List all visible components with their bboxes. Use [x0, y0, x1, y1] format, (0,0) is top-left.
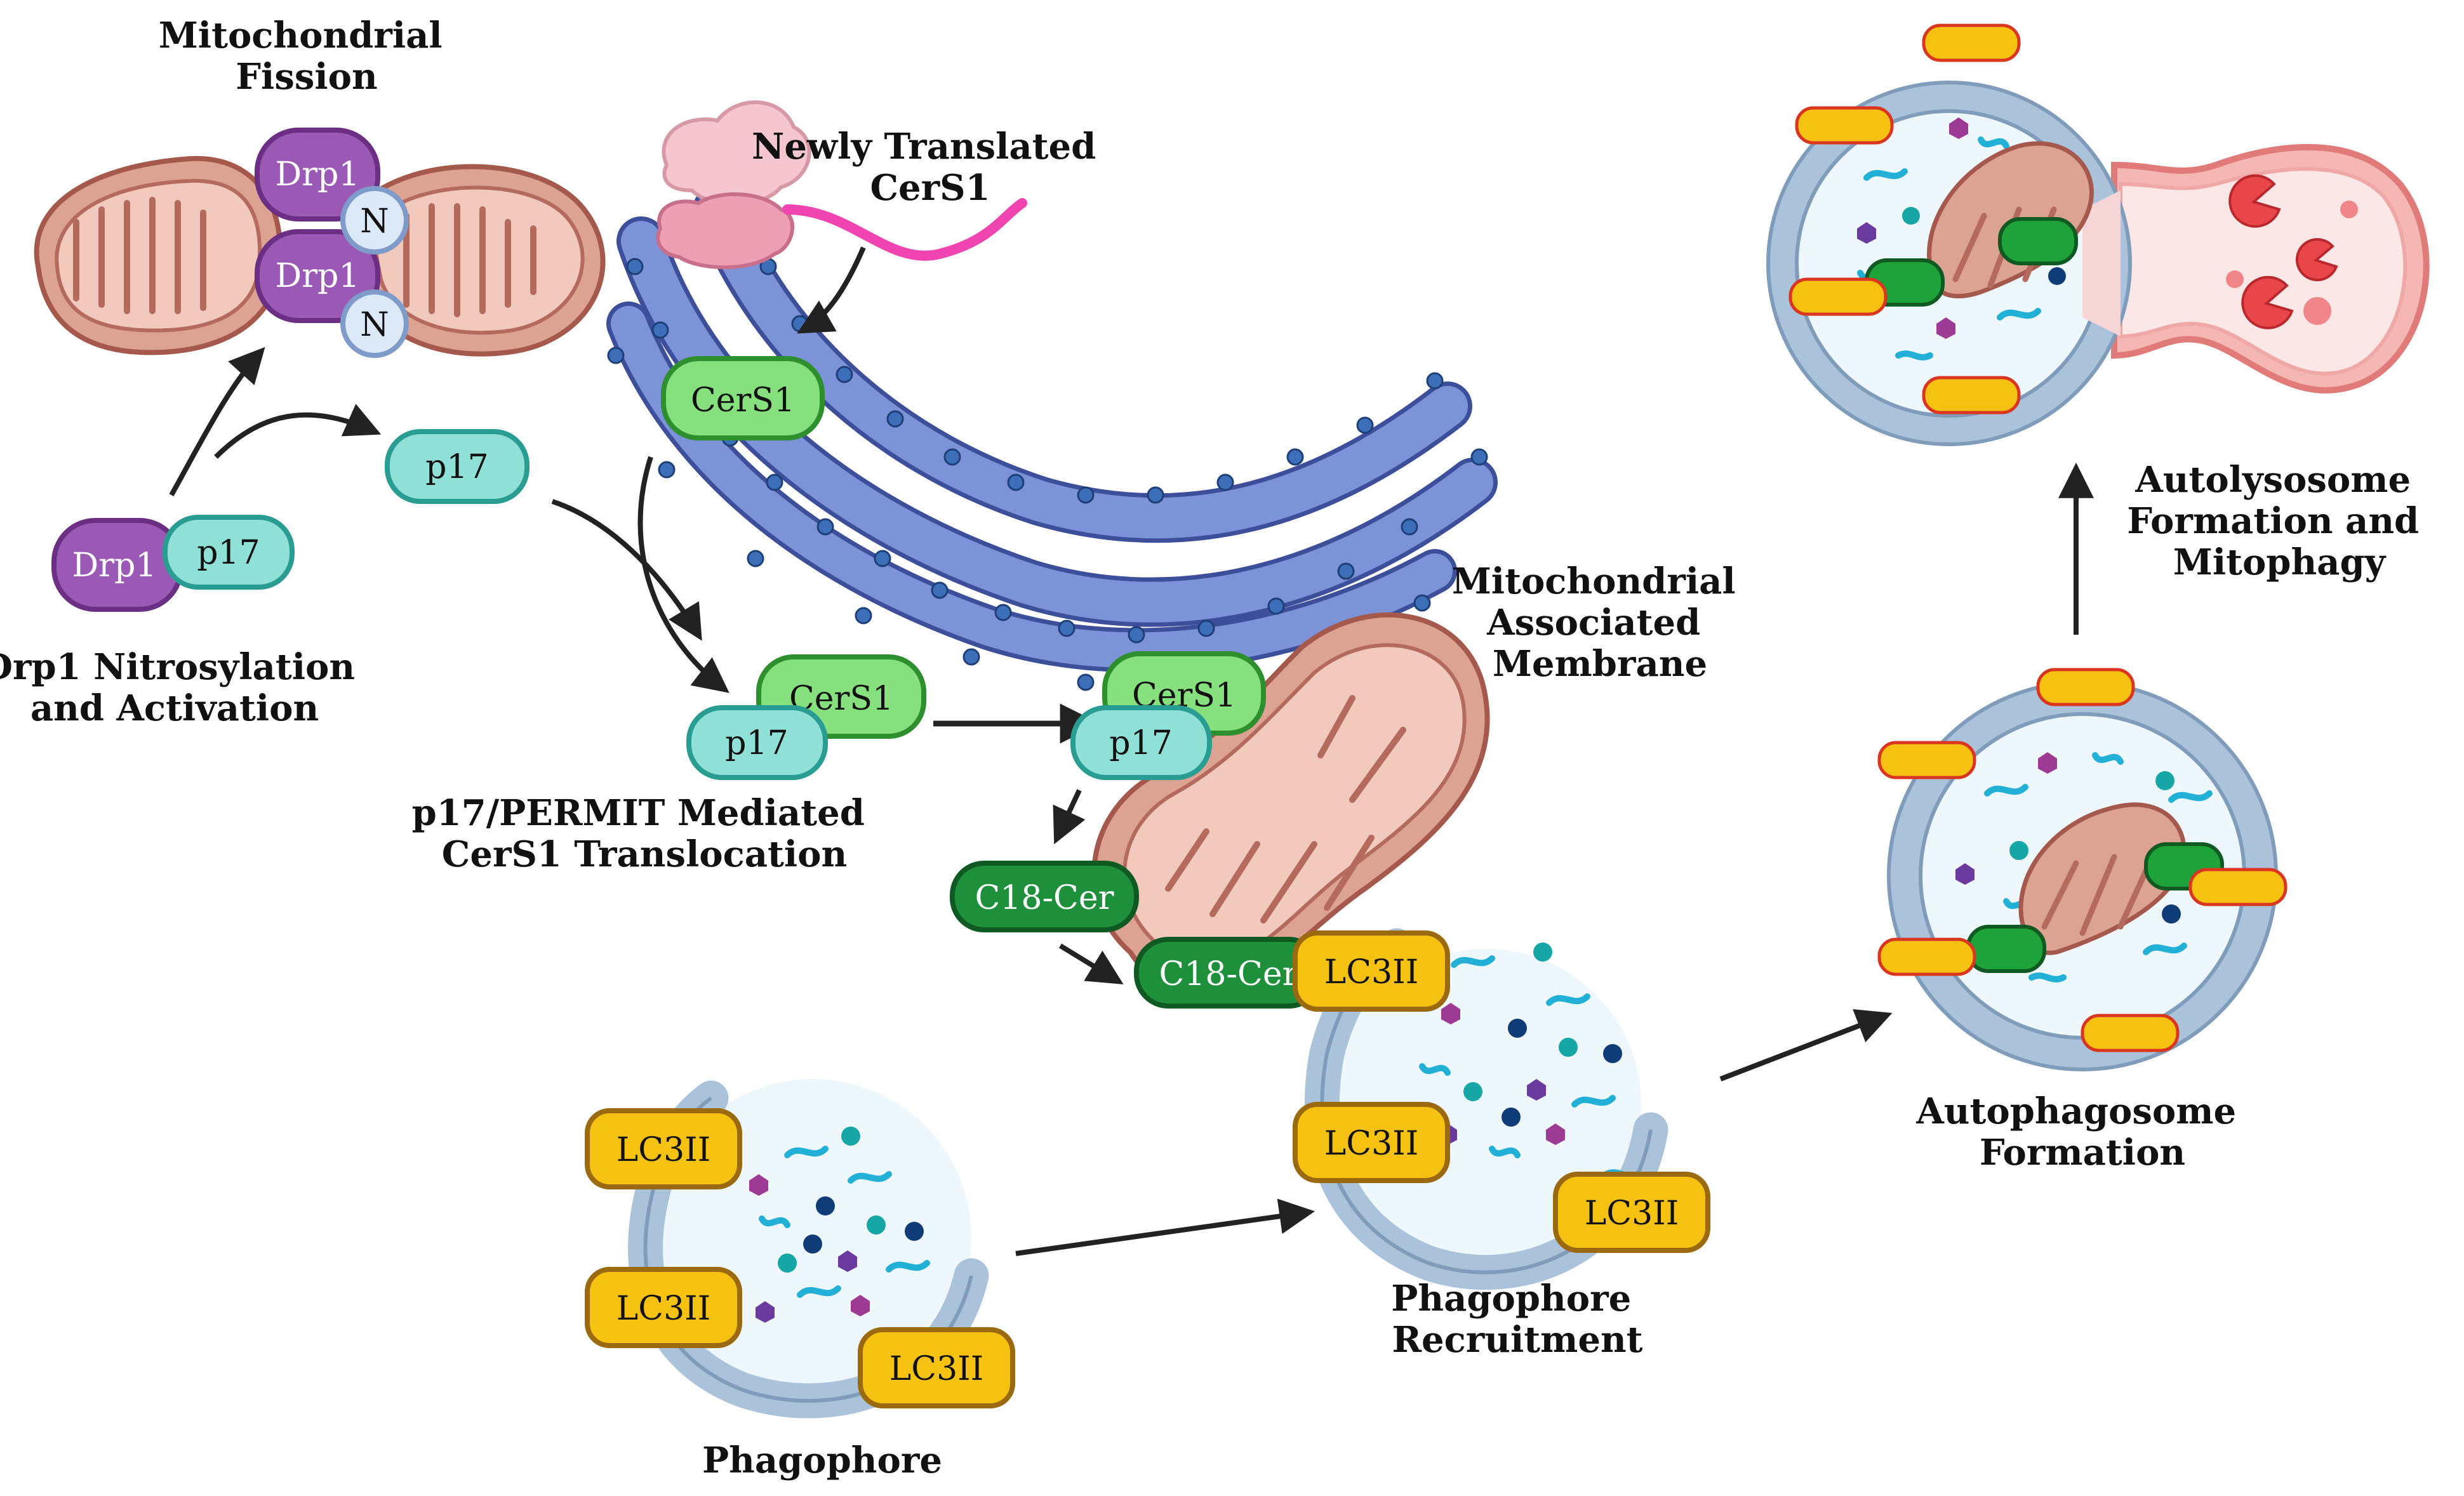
label-newly-translated-cers1: Newly Translated CerS1: [752, 126, 1109, 209]
label-autolysosome-formation: Autolysosome Formation and Mitophagy: [2127, 459, 2431, 583]
drp1-protein-complex: Drp1: [51, 518, 183, 612]
fission-mitochondrion-right: [349, 164, 606, 357]
drp1-protein-lower: Drp1: [255, 229, 380, 323]
arrow-p17-to-complex: [551, 499, 702, 641]
svg-text:Drp1: Drp1: [276, 156, 360, 194]
svg-text:CerS1: CerS1: [691, 381, 795, 420]
autophagosome-lc3ii-markers: [1877, 668, 2288, 1052]
label-phagophore-recruitment: Phagophore Recruitment: [1391, 1278, 1643, 1361]
svg-text:LC3II: LC3II: [1324, 1125, 1418, 1163]
arrow-recruitment-to-autophagosome: [1719, 1009, 1893, 1082]
nitrosylation-n-badge-upper: N: [340, 186, 409, 255]
cers1-mrna-strand: [782, 198, 1027, 261]
lc3ii-phagophore-bottom: LC3II: [858, 1327, 1015, 1408]
svg-text:LC3II: LC3II: [1324, 953, 1418, 991]
arrow-to-free-p17: [214, 404, 382, 459]
svg-text:p17: p17: [725, 724, 788, 762]
svg-text:C18-Cer: C18-Cer: [975, 879, 1114, 917]
mam-mitochondrion: [1091, 612, 1490, 993]
svg-text:Drp1: Drp1: [276, 257, 360, 295]
cers1-protein-er: CerS1: [661, 356, 825, 440]
lc3ii-recruitment-middle: LC3II: [1293, 1102, 1450, 1183]
endoplasmic-reticulum: [606, 185, 1498, 691]
autolysosome-vesicle: [1766, 81, 2430, 446]
svg-text:C18-Cer: C18-Cer: [1159, 955, 1298, 993]
label-phagophore: Phagophore: [702, 1440, 942, 1481]
svg-text:p17: p17: [425, 448, 488, 486]
p17-protein-translocation: p17: [686, 705, 828, 780]
label-cers1-translocation: p17/PERMIT Mediated CerS1 Translocation: [412, 792, 877, 875]
svg-text:p17: p17: [1109, 724, 1172, 762]
ribosome: [656, 100, 811, 270]
svg-text:LC3II: LC3II: [616, 1290, 710, 1328]
arrow-cers1-to-complex: [637, 456, 729, 693]
lc3ii-recruitment-bottom: LC3II: [1553, 1172, 1710, 1253]
autolysosome-lc3ii-markers: [1788, 23, 2021, 414]
label-mitochondrial-associated-membrane: Mitochondrial Associated Membrane: [1452, 560, 1748, 685]
label-autophagosome-formation: Autophagosome Formation: [1915, 1090, 2248, 1174]
svg-text:N: N: [360, 306, 389, 344]
label-drp1-activation: Drp1 Nitrosylation and Activation: [0, 646, 368, 729]
lc3ii-phagophore-top: LC3II: [585, 1108, 742, 1189]
svg-text:Drp1: Drp1: [72, 546, 157, 585]
svg-text:LC3II: LC3II: [616, 1131, 710, 1169]
svg-text:N: N: [360, 202, 389, 241]
arrow-mrna-to-er: [797, 246, 866, 334]
svg-text:p17: p17: [197, 534, 260, 572]
arrow-to-fission: [169, 347, 265, 496]
p17-protein-free: p17: [385, 429, 529, 504]
c18cer-lipid-upper: C18-Cer: [950, 861, 1139, 932]
lc3ii-recruitment-top: LC3II: [1293, 930, 1450, 1012]
arrow-c18cer-to-membrane: [1058, 943, 1124, 984]
arrow-p17-to-c18cer: [1053, 789, 1086, 845]
arrow-phagophore-to-recruitment: [1015, 1198, 1315, 1256]
label-mitochondrial-fission: Mitochondrial Fission: [159, 15, 455, 98]
fission-mitochondrion-left: [34, 156, 283, 355]
lc3ii-phagophore-middle: LC3II: [585, 1267, 742, 1348]
drp1-protein-upper: Drp1: [255, 128, 380, 222]
svg-text:LC3II: LC3II: [1585, 1195, 1679, 1233]
p17-protein-mam: p17: [1070, 705, 1212, 780]
p17-protein-complex: p17: [163, 515, 295, 590]
nitrosylation-n-badge-lower: N: [340, 289, 409, 358]
svg-text:LC3II: LC3II: [889, 1350, 983, 1388]
